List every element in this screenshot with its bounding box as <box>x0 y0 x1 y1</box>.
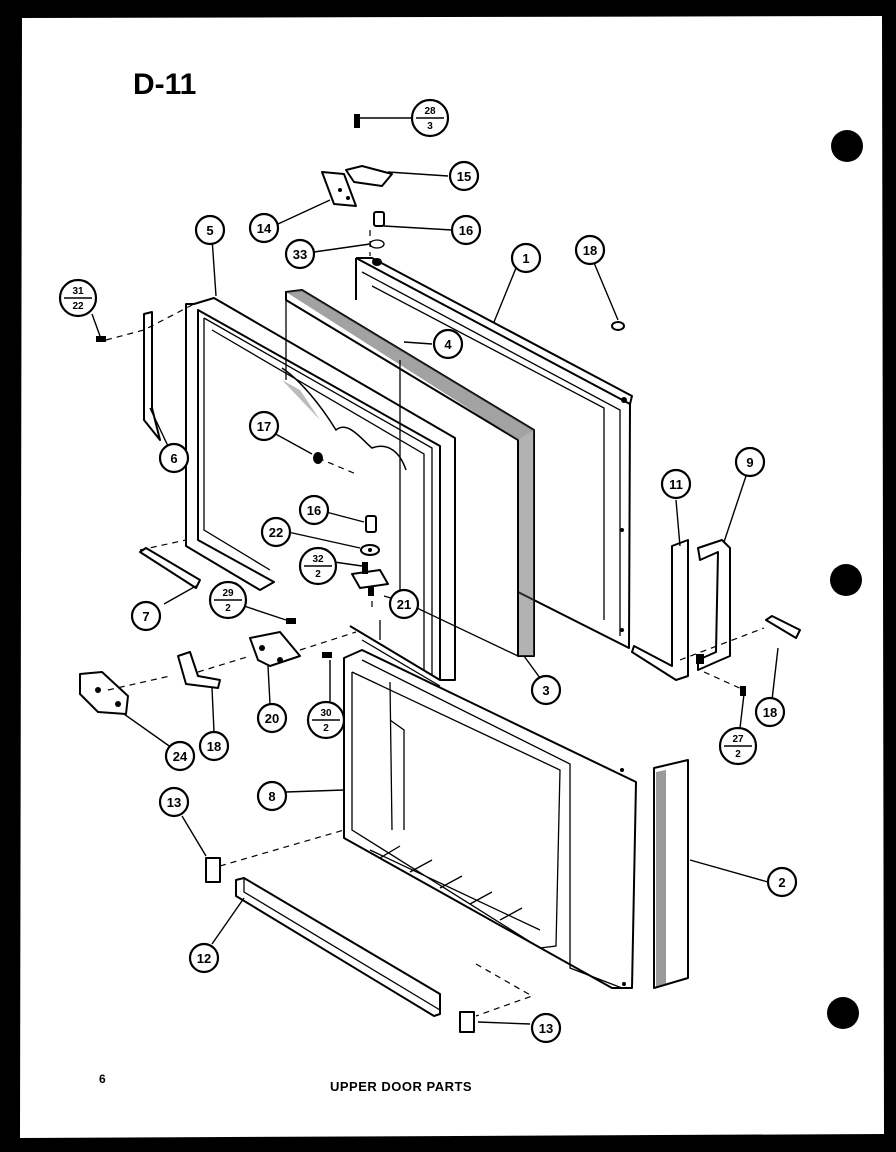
diagram-caption: UPPER DOOR PARTS <box>330 1079 472 1094</box>
part-1-outer-door-panel <box>355 257 633 649</box>
callout-12: 12 <box>188 942 220 974</box>
svg-text:22: 22 <box>269 525 283 540</box>
svg-text:21: 21 <box>397 597 411 612</box>
callout-16-top: 16 <box>450 214 482 246</box>
svg-text:2: 2 <box>323 723 329 734</box>
part-13-end-cap-left <box>205 857 221 883</box>
svg-text:31: 31 <box>72 286 84 297</box>
paper-sheet <box>20 16 884 1138</box>
callout-4: 4 <box>432 328 464 360</box>
svg-text:20: 20 <box>265 711 279 726</box>
callout-18-handle: 18 <box>754 696 786 728</box>
part-2-door-trim <box>653 759 689 989</box>
svg-text:18: 18 <box>763 705 777 720</box>
svg-text:4: 4 <box>444 337 452 352</box>
callout-11: 11 <box>660 468 692 500</box>
callout-7: 7 <box>130 600 162 632</box>
svg-text:18: 18 <box>207 739 221 754</box>
callout-6: 6 <box>158 442 190 474</box>
svg-text:7: 7 <box>142 609 149 624</box>
callout-27-2: 27 2 <box>718 726 758 766</box>
part-13-end-cap-right <box>459 1011 475 1033</box>
callouts: 28 3 15 14 16 33 5 1 18 <box>58 98 798 1044</box>
svg-text:2: 2 <box>225 603 231 614</box>
svg-text:3: 3 <box>542 683 549 698</box>
lower-hinge-assembly <box>79 336 746 715</box>
callout-33: 33 <box>284 238 316 270</box>
svg-text:30: 30 <box>320 708 332 719</box>
callout-31-22: 31 22 <box>58 278 98 318</box>
part-8-inner-door-liner <box>343 649 637 989</box>
svg-text:3: 3 <box>427 121 433 132</box>
svg-text:12: 12 <box>197 951 211 966</box>
part-12-bottom-rail <box>235 877 441 1017</box>
svg-text:16: 16 <box>459 223 473 238</box>
svg-text:33: 33 <box>293 247 307 262</box>
svg-text:5: 5 <box>206 223 213 238</box>
callout-13-right: 13 <box>530 1012 562 1044</box>
svg-text:22: 22 <box>72 301 84 312</box>
svg-text:1: 1 <box>522 251 529 266</box>
svg-text:17: 17 <box>257 419 271 434</box>
callout-16-middle: 16 <box>298 494 330 526</box>
callout-18-top-right: 18 <box>574 234 606 266</box>
callout-17: 17 <box>248 410 280 442</box>
svg-text:8: 8 <box>268 789 275 804</box>
svg-text:2: 2 <box>778 875 785 890</box>
callout-30-2: 30 2 <box>306 700 346 740</box>
svg-text:2: 2 <box>315 569 321 580</box>
assembly-guide-lines <box>105 230 765 1017</box>
binder-hole-top <box>831 130 863 162</box>
callout-leader-lines <box>91 117 779 1025</box>
svg-text:27: 27 <box>732 734 744 745</box>
callout-20: 20 <box>256 702 288 734</box>
part-6-side-trim <box>143 311 161 441</box>
callout-14: 14 <box>248 212 280 244</box>
svg-text:11: 11 <box>669 477 683 492</box>
part-9-handle <box>697 539 731 671</box>
svg-text:15: 15 <box>457 169 471 184</box>
callout-3: 3 <box>530 674 562 706</box>
svg-text:6: 6 <box>170 451 177 466</box>
binder-hole-middle <box>830 564 862 596</box>
svg-text:9: 9 <box>746 455 753 470</box>
diagram-code: D-11 <box>133 68 196 101</box>
svg-text:14: 14 <box>257 221 272 236</box>
svg-text:18: 18 <box>583 243 597 258</box>
page-number: 6 <box>99 1072 106 1086</box>
callout-32-2: 32 2 <box>298 546 338 586</box>
callout-28-3: 28 3 <box>410 98 450 138</box>
callout-22: 22 <box>260 516 292 548</box>
callout-29-2: 29 2 <box>208 580 248 620</box>
callout-9: 9 <box>734 446 766 478</box>
callout-13-left: 13 <box>158 786 190 818</box>
part-5-door-gasket <box>185 297 456 687</box>
callout-21: 21 <box>388 588 420 620</box>
part-18-handle-cap <box>765 615 801 639</box>
callout-24: 24 <box>164 740 196 772</box>
svg-text:32: 32 <box>312 554 324 565</box>
callout-5: 5 <box>194 214 226 246</box>
callout-1: 1 <box>510 242 542 274</box>
svg-text:13: 13 <box>167 795 181 810</box>
top-hinge-assembly <box>321 114 625 331</box>
svg-text:24: 24 <box>173 749 188 764</box>
binder-hole-bottom <box>827 997 859 1029</box>
svg-text:13: 13 <box>539 1021 553 1036</box>
svg-text:16: 16 <box>307 503 321 518</box>
svg-text:28: 28 <box>424 106 436 117</box>
callout-18-hinge: 18 <box>198 730 230 762</box>
callout-2: 2 <box>766 866 798 898</box>
svg-text:2: 2 <box>735 749 741 760</box>
part-11-handle-bracket <box>631 539 689 681</box>
svg-text:29: 29 <box>222 588 234 599</box>
callout-15: 15 <box>448 160 480 192</box>
callout-8: 8 <box>256 780 288 812</box>
